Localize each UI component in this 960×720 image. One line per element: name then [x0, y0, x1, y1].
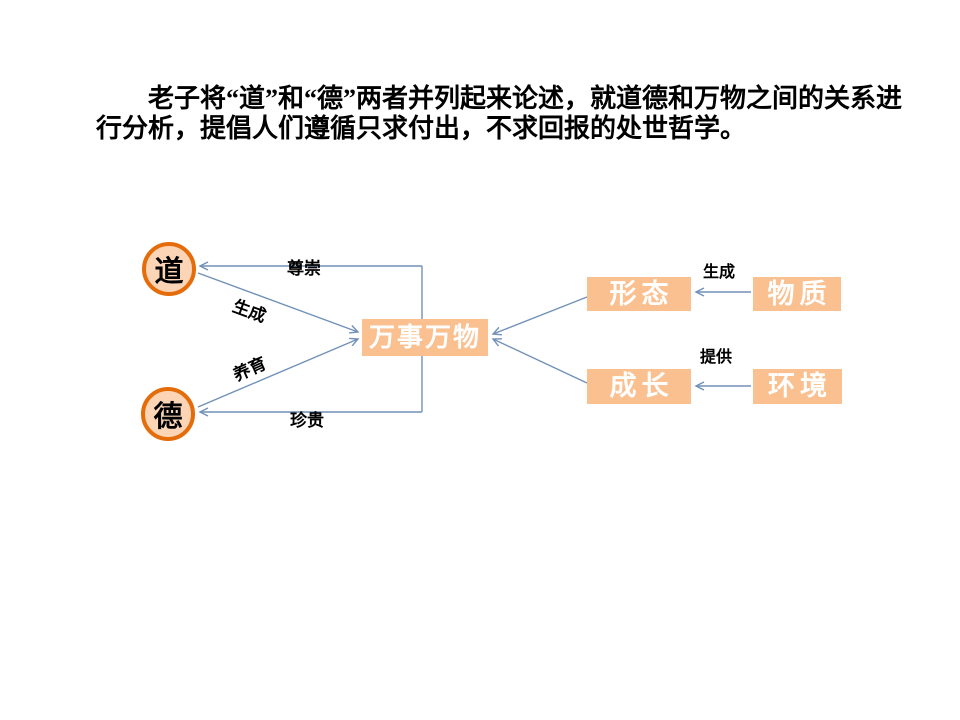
edge-label-zuncong: 尊崇	[287, 259, 321, 278]
node-dao-label: 道	[154, 256, 184, 288]
node-wuzhi: 物质	[753, 277, 841, 311]
node-xingtai: 形态	[587, 277, 691, 311]
node-chengzhang: 成长	[587, 369, 691, 404]
node-dao: 道	[142, 242, 196, 296]
edge-yangyu-de-to-center	[197, 337, 360, 408]
edge-label-tigong: 提供	[699, 349, 732, 366]
node-huanjing: 环境	[753, 369, 842, 404]
edge-xingtai-to-center	[491, 296, 588, 336]
node-de: 德	[141, 387, 195, 441]
intro-line-2: 行分析，提倡人们遵循只求付出，不求回报的处世哲学。	[96, 114, 747, 143]
edge-label-shengcheng-right: 生成	[702, 264, 735, 281]
edge-shengcheng-dao-to-center	[197, 272, 360, 334]
intro-paragraph: 老子将“道”和“德”两者并列起来论述，就道德和万物之间的关系进 行分析，提倡人们…	[96, 84, 926, 144]
intro-line-1: 老子将“道”和“德”两者并列起来论述，就道德和万物之间的关系进	[148, 84, 903, 113]
edge-chengzhang-to-center	[491, 338, 588, 384]
edge-label-zhengui: 珍贵	[290, 411, 324, 430]
node-wanshiwanwu: 万事万物	[362, 319, 488, 356]
node-de-label: 德	[153, 401, 183, 433]
